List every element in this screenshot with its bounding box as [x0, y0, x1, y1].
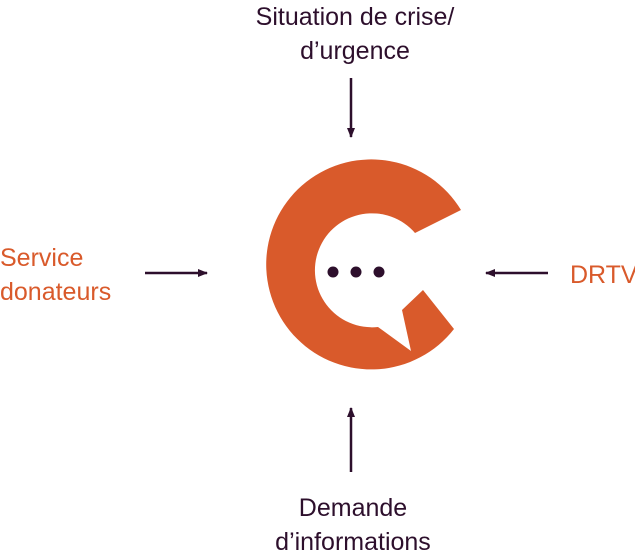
input-label-top-line1: Situation de crise/: [255, 3, 455, 31]
input-label-bottom-line1: Demande: [298, 494, 408, 522]
input-label-right-text: DRTV: [570, 261, 635, 289]
input-label-left-line1: Service: [0, 244, 84, 272]
chat-dot-1: [327, 266, 339, 278]
c-ring-shape: [266, 159, 461, 370]
input-label-top: Situation de crise/ d’urgence: [0, 0, 635, 68]
chat-bubble-c-icon: [266, 159, 461, 370]
input-label-left: Service donateurs: [0, 241, 111, 309]
input-label-left-line2: donateurs: [0, 278, 112, 306]
input-label-right: DRTV: [570, 258, 635, 292]
chat-dot-2: [350, 266, 362, 278]
input-label-top-line2: d’urgence: [300, 37, 410, 65]
chat-dot-3: [373, 266, 385, 278]
